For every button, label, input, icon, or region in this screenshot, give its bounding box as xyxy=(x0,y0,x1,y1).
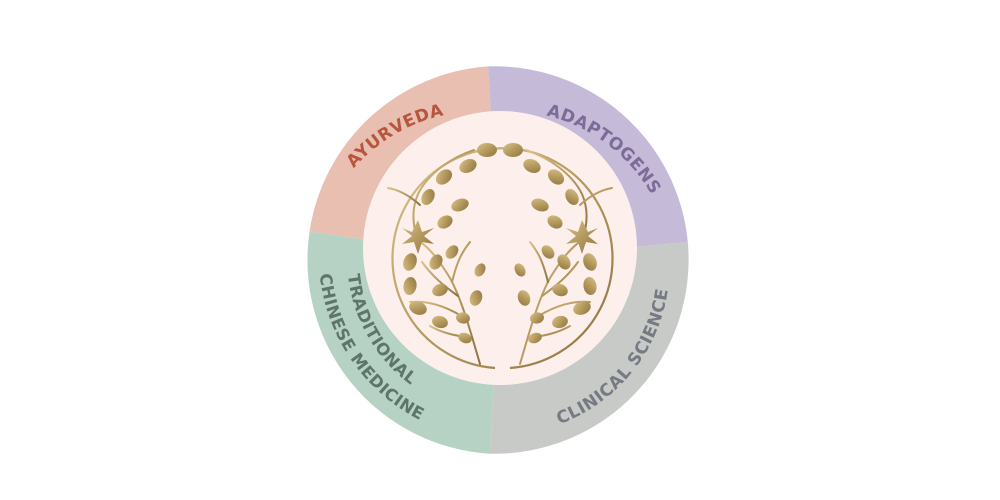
center-disc xyxy=(363,111,637,385)
botanical-tree-emblem xyxy=(387,143,614,370)
